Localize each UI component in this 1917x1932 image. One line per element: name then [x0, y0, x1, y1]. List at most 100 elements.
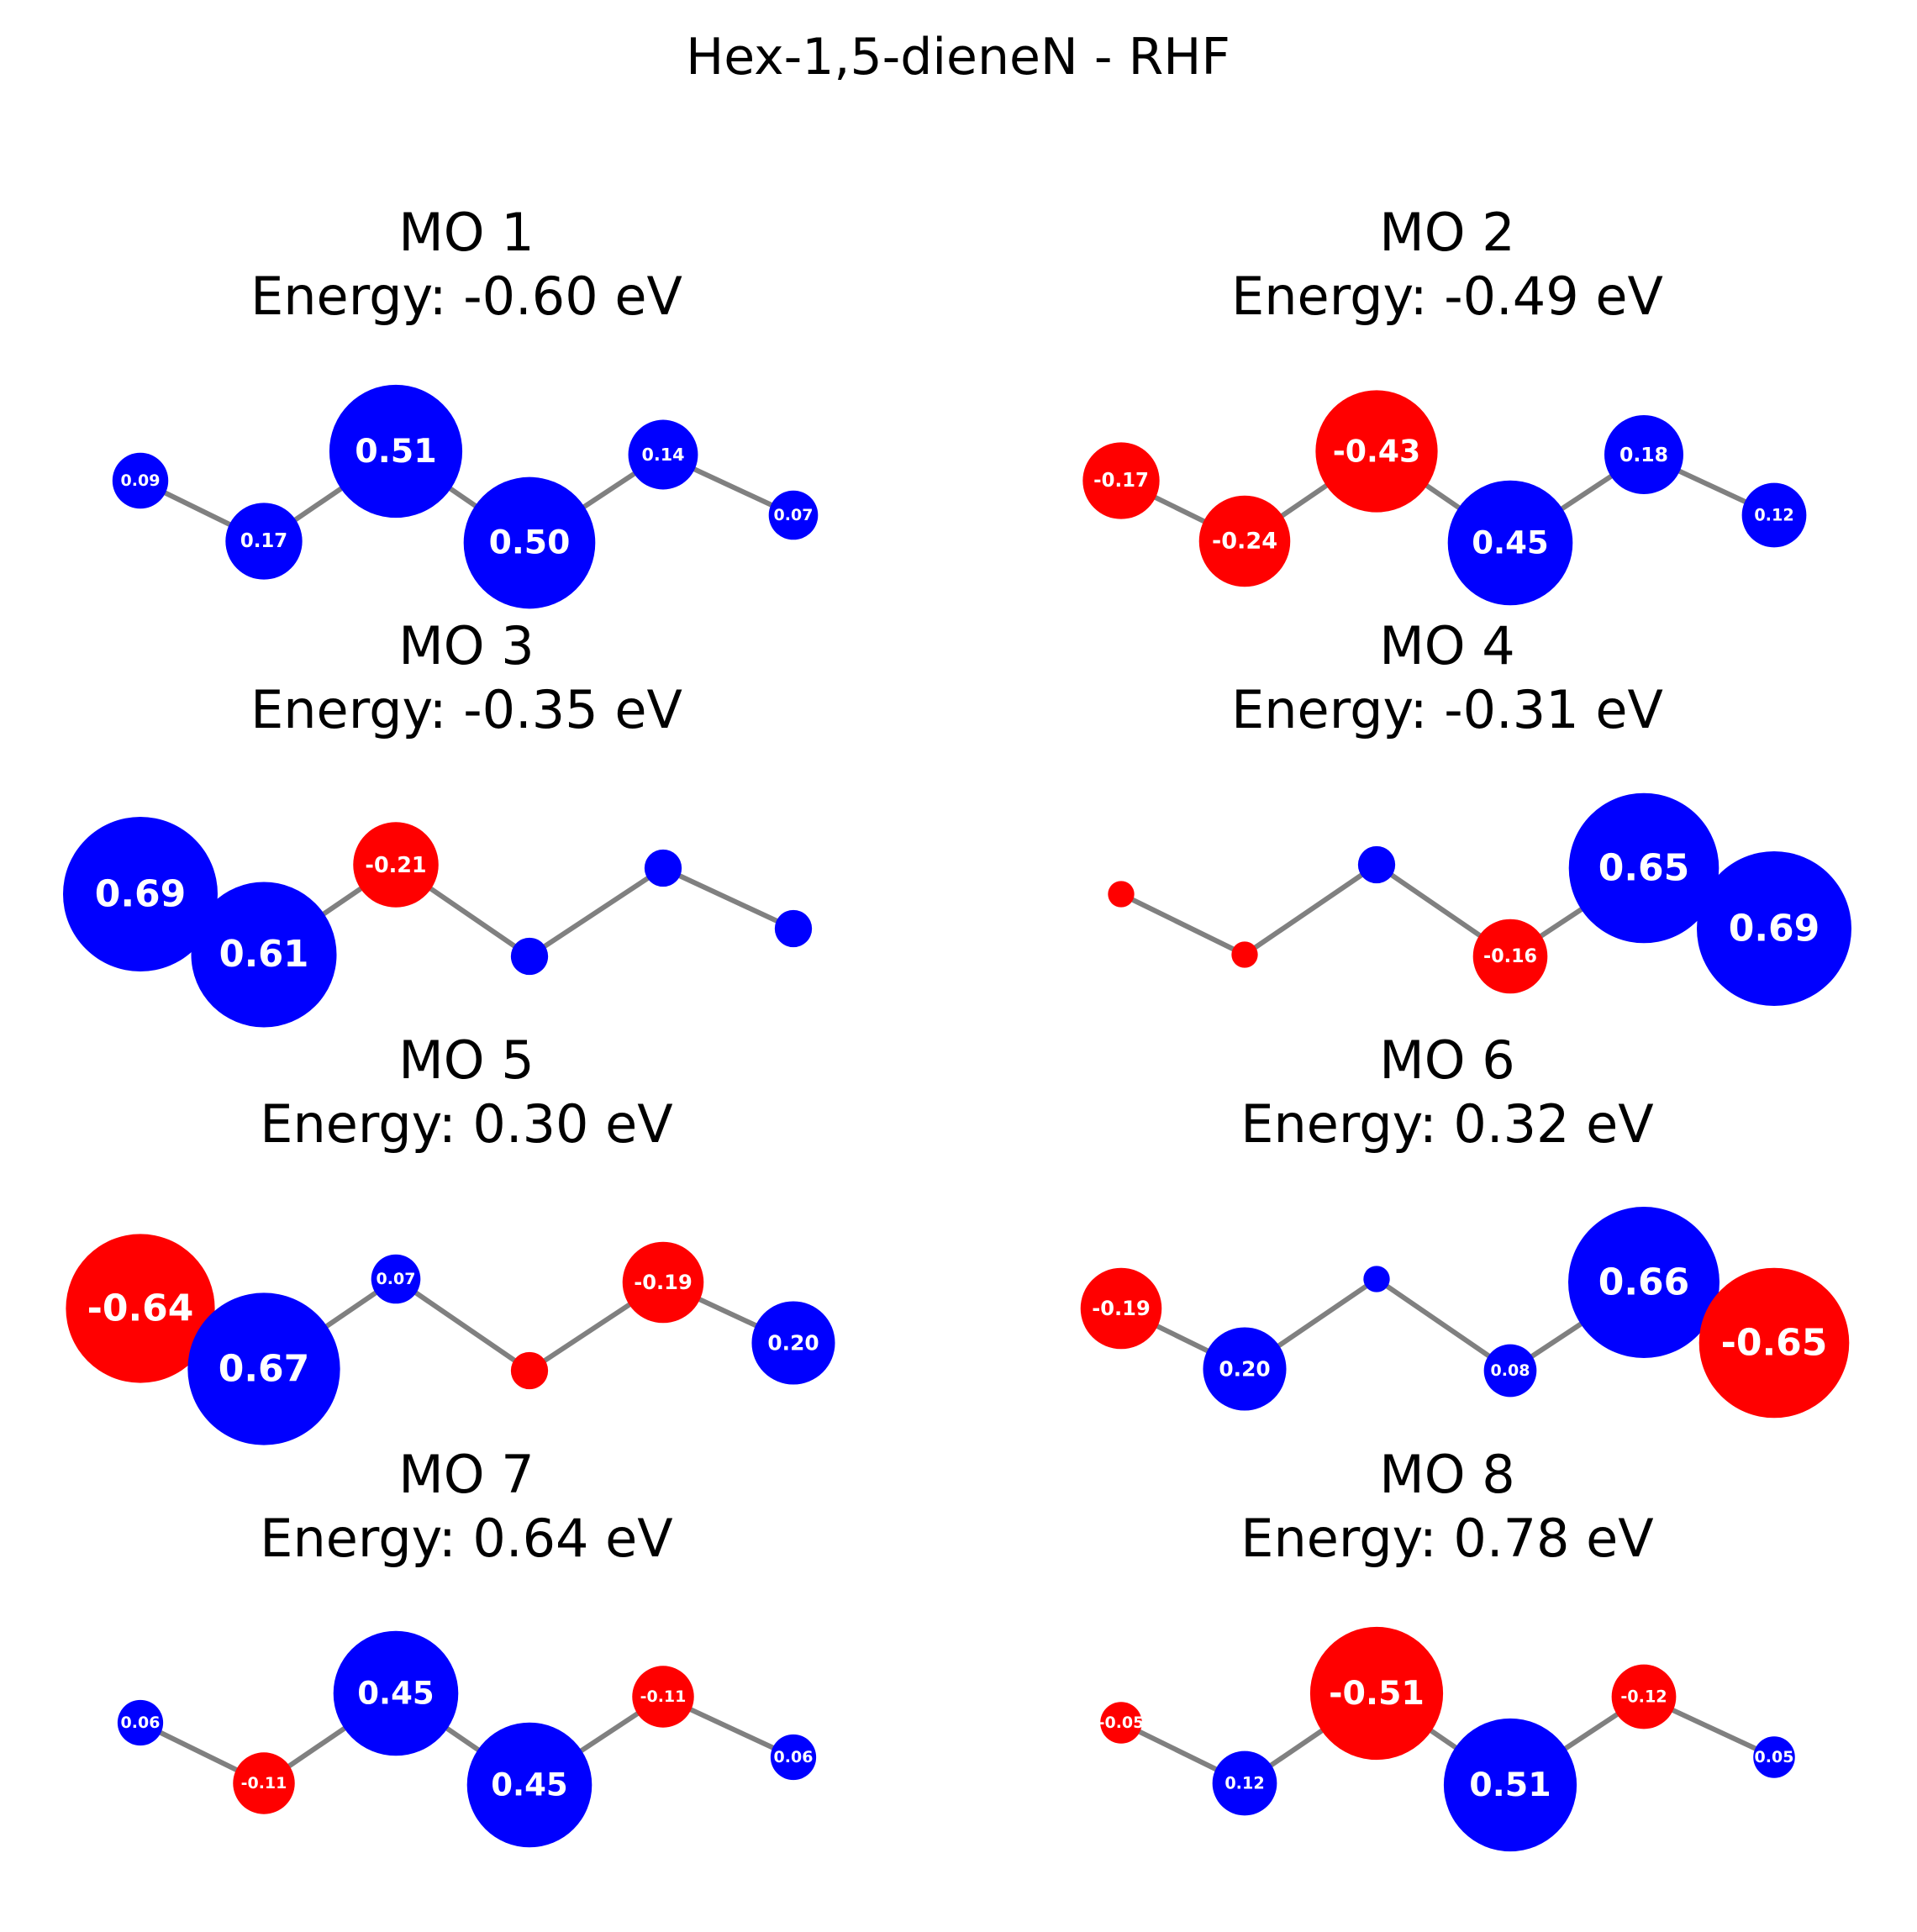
- coefficient-label: -0.16: [1483, 945, 1537, 967]
- atom-coefficient-circle: [632, 1666, 694, 1728]
- coefficient-label: 0.66: [1598, 1261, 1690, 1304]
- atom-coefficient-circle: [1604, 415, 1683, 494]
- orbital-energy: Energy: -0.49 eV: [1231, 266, 1663, 327]
- atom-coefficient-circle: [353, 822, 439, 908]
- coefficient-label: 0.09: [121, 471, 161, 490]
- atom-coefficient-circle: [1753, 1736, 1795, 1778]
- coefficient-label: 0.06: [774, 1748, 814, 1766]
- atom-coefficient-circle: [622, 1241, 704, 1324]
- coefficient-label: 0.51: [1469, 1766, 1551, 1804]
- coefficient-label: 0.17: [240, 530, 287, 552]
- atom-coefficient-circle: [1443, 1718, 1577, 1852]
- orbital-energy: Energy: 0.32 eV: [1240, 1093, 1653, 1155]
- orbital-title: MO 1: [398, 202, 534, 263]
- bond-line: [1374, 1277, 1513, 1373]
- atom-coefficient-circle: [1100, 1702, 1142, 1744]
- coefficient-label: 0.07: [377, 1270, 416, 1288]
- atom-coefficient-circle: [63, 817, 218, 971]
- atom-coefficient-circle: [1741, 482, 1807, 548]
- bond-line: [527, 866, 666, 959]
- atom-coefficient-circle: [768, 490, 819, 540]
- coefficient-label: 0.20: [767, 1331, 819, 1356]
- atom-coefficient-circle: [644, 849, 682, 887]
- atom-coefficient-circle: [329, 384, 463, 519]
- atom-coefficient-circle: [117, 1699, 164, 1746]
- orbital-energy: Energy: 0.78 eV: [1240, 1508, 1653, 1569]
- orbital-title: MO 5: [398, 1029, 534, 1091]
- coefficient-label: -0.17: [1093, 470, 1149, 492]
- atom-coefficient-circle: [510, 1351, 549, 1390]
- atom-coefficient-circle: [1198, 495, 1291, 587]
- coefficient-label: 0.45: [357, 1676, 434, 1712]
- orbital-title: MO 8: [1379, 1444, 1514, 1505]
- atom-coefficient-circle: [463, 476, 596, 609]
- atom-coefficient-circle: [1357, 845, 1396, 884]
- coefficient-label: -0.11: [640, 1687, 687, 1706]
- coefficient-label: 0.08: [1491, 1361, 1530, 1380]
- orbital-energy: Energy: -0.60 eV: [250, 266, 682, 327]
- atom-coefficient-circle: [112, 452, 169, 509]
- atom-coefficient-circle: [628, 419, 698, 490]
- orbital-title: MO 7: [398, 1444, 534, 1505]
- atom-coefficient-circle: [1483, 1344, 1537, 1398]
- bond-line: [661, 866, 796, 931]
- atom-coefficient-circle: [225, 503, 303, 580]
- atom-coefficient-circle: [1212, 1750, 1277, 1816]
- orbital-energy: Energy: 0.64 eV: [260, 1508, 672, 1569]
- coefficient-label: 0.20: [1219, 1357, 1270, 1382]
- coefficient-label: 0.67: [219, 1348, 310, 1391]
- atom-coefficient-circle: [1697, 851, 1851, 1006]
- coefficient-label: 0.45: [491, 1767, 567, 1803]
- coefficient-label: 0.12: [1224, 1774, 1264, 1793]
- coefficient-label: -0.24: [1212, 529, 1277, 555]
- atom-coefficient-circle: [66, 1234, 215, 1383]
- atom-coefficient-circle: [233, 1752, 295, 1814]
- atom-coefficient-circle: [1611, 1664, 1677, 1729]
- atom-coefficient-circle: [1203, 1327, 1287, 1411]
- orbital-title: MO 3: [398, 615, 534, 676]
- atom-coefficient-circle: [1231, 941, 1258, 968]
- coefficient-label: -0.21: [365, 852, 426, 877]
- atom-coefficient-circle: [774, 909, 813, 948]
- figure-title: Hex-1,5-dieneN - RHF: [686, 28, 1230, 87]
- coefficient-label: 0.65: [1598, 847, 1690, 890]
- bond-line: [1242, 862, 1379, 957]
- coefficient-label: 0.18: [1619, 443, 1668, 466]
- atom-coefficient-circle: [1082, 442, 1160, 519]
- atom-coefficient-circle: [371, 1254, 421, 1304]
- atom-coefficient-circle: [187, 1292, 340, 1445]
- coefficient-label: 0.14: [641, 445, 684, 465]
- coefficient-label: -0.65: [1721, 1322, 1828, 1365]
- coefficient-label: -0.64: [87, 1287, 194, 1330]
- atom-coefficient-circle: [1309, 1626, 1444, 1761]
- coefficient-label: 0.07: [774, 506, 814, 524]
- orbital-title: MO 6: [1379, 1029, 1514, 1091]
- coefficient-label: -0.19: [1092, 1297, 1150, 1320]
- orbital-energy: Energy: -0.35 eV: [250, 679, 682, 740]
- atom-coefficient-circle: [1363, 1266, 1390, 1292]
- atom-coefficient-circle: [1568, 1207, 1720, 1358]
- coefficient-label: 0.50: [489, 524, 571, 562]
- coefficient-label: 0.45: [1472, 525, 1548, 561]
- atom-coefficient-circle: [1315, 390, 1438, 513]
- atom-coefficient-circle: [466, 1722, 592, 1848]
- coefficient-label: -0.11: [241, 1774, 287, 1792]
- coefficient-label: 0.69: [95, 873, 187, 916]
- coefficient-label: -0.51: [1329, 1674, 1425, 1713]
- orbital-title: MO 2: [1379, 202, 1514, 263]
- atom-coefficient-circle: [191, 882, 337, 1028]
- orbital-energy: Energy: 0.30 eV: [260, 1093, 672, 1155]
- coefficient-label: 0.69: [1729, 908, 1820, 950]
- atom-coefficient-circle: [751, 1301, 835, 1385]
- orbital-title: MO 4: [1379, 615, 1514, 676]
- atom-coefficient-circle: [1108, 881, 1135, 908]
- coefficient-label: -0.19: [634, 1271, 692, 1294]
